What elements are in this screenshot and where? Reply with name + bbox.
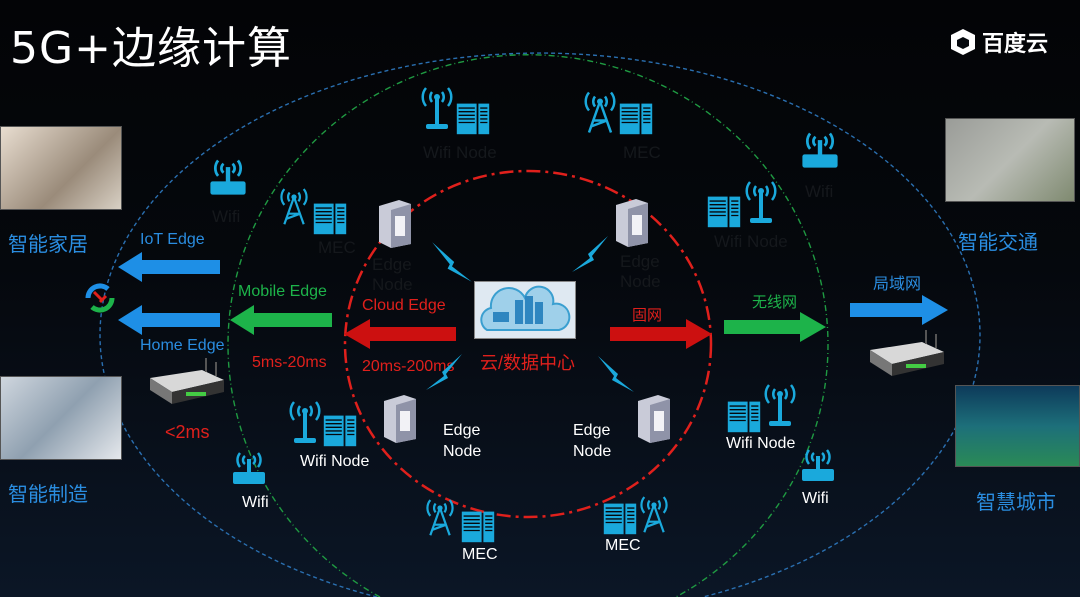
cloud-edge-label: Cloud Edge — [362, 297, 446, 314]
edge-server-icon — [375, 198, 415, 248]
wifi-label: Wifi — [212, 207, 241, 226]
rack-server-icon — [312, 200, 348, 236]
rack-server-icon — [322, 412, 358, 448]
antenna-icon — [755, 378, 805, 430]
wifi-router-icon — [229, 448, 269, 488]
smart-manufacturing-photo — [0, 376, 122, 460]
edge-server-icon — [612, 197, 652, 247]
node-text: Node — [372, 275, 413, 294]
datacenter-label: 云/数据中心 — [480, 353, 576, 373]
node-text: Node — [620, 272, 661, 291]
page-title: 5G+边缘计算 — [10, 23, 292, 74]
node-text: Node — [573, 443, 612, 460]
mobile-ring — [227, 54, 829, 597]
home-edge-label: Home Edge — [140, 337, 225, 354]
edge-text: Edge — [620, 252, 660, 271]
home-router-icon — [146, 358, 226, 408]
lightning-icon — [424, 350, 464, 394]
cloud-edge-arrow — [344, 319, 456, 349]
mobile-edge-arrow — [230, 305, 332, 335]
cube-logo-icon — [951, 29, 975, 55]
fixed-network-arrow — [610, 319, 712, 349]
edge-text: Edge — [573, 422, 611, 439]
logo-text: 百度云 — [982, 32, 1049, 57]
cloud-latency: 20ms-200ms — [362, 358, 455, 375]
mec-label: MEC — [318, 238, 356, 257]
cell-tower-icon — [632, 485, 676, 539]
antenna-icon — [736, 175, 786, 227]
wifi-label: Wifi — [242, 494, 269, 511]
iot-edge-arrow — [118, 252, 220, 282]
wifi-node-label: Wifi Node — [423, 143, 497, 162]
wifi-router-icon — [798, 445, 838, 485]
lightning-icon — [596, 352, 636, 396]
wifi-node-label: Wifi Node — [714, 232, 788, 251]
scene-smart-city: 智慧城市 — [976, 490, 1056, 514]
fixed-network-label: 固网 — [632, 307, 663, 324]
cloud-server-icon — [480, 285, 571, 331]
wireless-network-arrow — [724, 312, 826, 342]
lightning-icon — [430, 240, 474, 284]
smart-home-photo — [0, 126, 122, 210]
mec-label: MEC — [605, 537, 641, 554]
edge-text: Edge — [372, 255, 412, 274]
wifi-node-label: Wifi Node — [726, 435, 796, 452]
arrows — [118, 252, 948, 349]
mec-label: MEC — [462, 546, 498, 563]
smart-traffic-photo — [945, 118, 1075, 202]
edge-text: Edge — [443, 422, 481, 439]
baidu-cloud-logo: 百度云 — [948, 26, 1048, 58]
wifi-router-icon — [206, 155, 250, 199]
mobile-latency: 5ms-20ms — [252, 354, 327, 371]
scene-smart-home: 智能家居 — [8, 232, 88, 256]
mobile-edge-label: Mobile Edge — [238, 283, 327, 300]
iot-edge-label: IoT Edge — [140, 231, 205, 248]
node-text: Node — [443, 443, 482, 460]
home-latency: <2ms — [165, 422, 210, 442]
lan-router-icon — [866, 330, 946, 380]
home-edge-arrow — [118, 305, 220, 335]
lan-label: 局域网 — [873, 276, 922, 293]
lightning-icon — [570, 232, 610, 276]
wifi-label: Wifi — [802, 490, 829, 507]
mec-label: MEC — [623, 143, 661, 162]
scene-smart-traffic: 智能交通 — [958, 230, 1038, 254]
rack-server-icon — [455, 100, 491, 136]
cloud-ring — [343, 169, 713, 519]
cloud-datacenter — [474, 281, 576, 339]
cell-tower-icon — [418, 488, 462, 542]
scene-smart-manufacturing: 智能制造 — [8, 482, 88, 506]
wifi-router-icon — [798, 128, 842, 172]
wifi-node-label: Wifi Node — [300, 453, 370, 470]
lan-arrow — [850, 295, 948, 325]
cell-tower-icon — [272, 178, 316, 230]
sync-icon — [85, 283, 115, 313]
edge-server-icon — [634, 393, 674, 443]
smart-city-photo — [955, 385, 1080, 467]
wifi-label: Wifi — [805, 182, 834, 201]
edge-server-icon — [380, 393, 420, 443]
rack-server-icon — [460, 508, 496, 544]
wireless-network-label: 无线网 — [752, 294, 798, 311]
rack-server-icon — [618, 100, 654, 136]
